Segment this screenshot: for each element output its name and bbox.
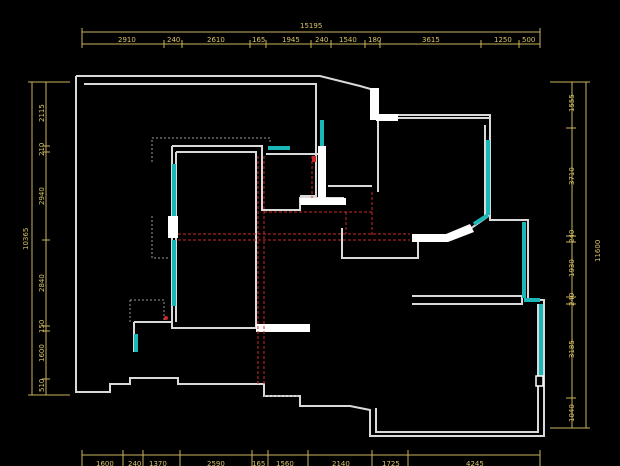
right-dimension-7: 1040: [568, 404, 576, 422]
right-dimension-6: 3185: [568, 340, 576, 358]
bottom-dimension-5: 165: [252, 460, 265, 466]
window-lines: [134, 120, 543, 376]
right-dimension-1: 1555: [568, 94, 576, 112]
bottom-dimension-1: 1600: [96, 460, 114, 466]
top-dimension-8: 180: [368, 36, 381, 44]
top-dimension-4: 165: [252, 36, 265, 44]
top-total-dimension: 15195: [300, 22, 322, 30]
top-dimension-7: 1540: [339, 36, 357, 44]
fixture-markers: [164, 156, 544, 387]
bottom-dimension-8: 1725: [382, 460, 400, 466]
top-dimension-1: 2910: [118, 36, 136, 44]
right-dimension-2: 3710: [568, 167, 576, 185]
bottom-dimension-9: 4245: [466, 460, 484, 466]
left-dimension-1: 2115: [38, 104, 46, 122]
left-dimension-3: 2940: [38, 187, 46, 205]
bottom-dimension-2: 240: [128, 460, 141, 466]
hidden-beam-lines: [178, 156, 410, 384]
bottom-dimension-7: 2140: [332, 460, 350, 466]
left-dimension-7: 510: [38, 379, 46, 392]
right-dimension-4: 1930: [568, 259, 576, 277]
left-dimension-4: 2840: [38, 274, 46, 292]
furniture-outlines: [129, 137, 300, 397]
right-dimension-3: 240: [568, 230, 576, 243]
left-dimension-chain: 10365 2115 210 2940 2840 150 1600 510: [22, 81, 70, 396]
left-dimension-6: 1600: [38, 344, 46, 362]
top-dimension-3: 2610: [207, 36, 225, 44]
right-total-dimension: 11600: [594, 240, 602, 262]
right-dimension-chain: 11600 1555 3710 240 1930 240 3185 1040: [550, 81, 602, 429]
right-dimension-5: 240: [568, 293, 576, 306]
bottom-dimension-4: 2590: [207, 460, 225, 466]
top-dimension-2: 240: [167, 36, 180, 44]
top-dimension-6: 240: [315, 36, 328, 44]
top-dimension-5: 1945: [282, 36, 300, 44]
top-dimension-9: 3615: [422, 36, 440, 44]
top-dimension-10: 1250: [494, 36, 512, 44]
top-dimension-chain: 15195 2910 240 2610 165 1945 240 1540 18…: [81, 22, 541, 48]
bottom-dimension-chain: 1600 240 1370 2590 165 1560 2140 1725 42…: [81, 450, 541, 466]
left-dimension-5: 150: [38, 320, 46, 333]
structural-columns: [168, 88, 474, 332]
left-total-dimension: 10365: [22, 228, 30, 250]
bottom-dimension-3: 1370: [149, 460, 167, 466]
exterior-outline: [75, 75, 545, 437]
left-dimension-2: 210: [38, 143, 46, 156]
bottom-dimension-6: 1560: [276, 460, 294, 466]
top-dimension-11: 500: [522, 36, 535, 44]
